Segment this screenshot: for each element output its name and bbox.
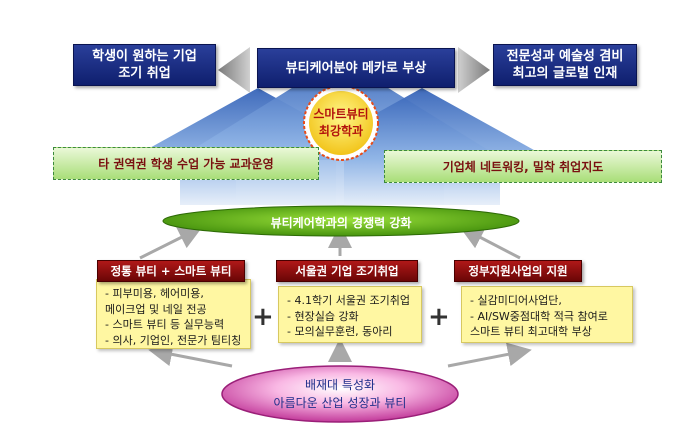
badge-line2: 최강학과 — [318, 124, 364, 138]
pillar-2-title: 서울권 기업 조기취업 — [276, 260, 418, 282]
early-employment-line1: 학생이 원하는 기업 — [92, 49, 197, 64]
connector-arrows — [139, 224, 532, 368]
competitiveness-label: 뷰티케어학과의 경쟁력 강화 — [270, 215, 412, 230]
pillar-2-item-2: - 현장실습 강화 — [287, 309, 359, 323]
foundation-line1: 배재대 특성화 — [304, 378, 376, 392]
beauty-care-mecca-box: 뷰티케어분야 메카로 부상 — [257, 48, 455, 88]
cross-region-curriculum-label: 타 권역권 학생 수업 가능 교과운영 — [98, 157, 274, 171]
foundation-ellipse — [221, 365, 459, 423]
arrow-left-icon — [218, 47, 250, 93]
pillar-1-item-1: - 피부미용, 헤어미용, — [105, 287, 204, 300]
pillar-1-note: - 피부미용, 헤어미용, 메이크업 및 네일 전공 - 스마트 뷰티 등 실무… — [96, 279, 251, 349]
arrow-right-icon — [458, 47, 490, 93]
pillar-3-title-text: 정부지원사업의 지원 — [468, 264, 568, 278]
cross-region-curriculum-box: 타 권역권 학생 수업 가능 교과운영 — [53, 147, 319, 180]
global-talent-line1: 전문성과 예술성 겸비 — [506, 49, 624, 64]
badge-line1: 스마트뷰티 — [313, 107, 369, 121]
global-talent-line2: 최고의 글로벌 인재 — [512, 66, 618, 81]
pillar-3-item-3: 스마트 뷰티 최고대학 부상 — [470, 325, 592, 338]
smart-beauty-badge — [303, 85, 379, 161]
industry-networking-box: 기업체 네트워킹, 밀착 취업지도 — [384, 150, 662, 183]
global-talent-box: 전문성과 예술성 겸비 최고의 글로벌 인재 — [493, 44, 637, 86]
pillar-1-item-2: 메이크업 및 네일 전공 — [105, 302, 207, 316]
pillar-1-title: 정통 뷰티 + 스마트 뷰티 — [97, 260, 245, 282]
pillar-1-title-text: 정통 뷰티 + 스마트 뷰티 — [110, 264, 232, 278]
beauty-care-mecca-label: 뷰티케어분야 메카로 부상 — [285, 60, 427, 76]
competitiveness-label-wrap: 뷰티케어학과의 경쟁력 강화 — [180, 212, 502, 232]
pillar-3-note: - 실감미디어사업단, - AI/SW중점대학 적극 참여로 스마트 뷰티 최고… — [461, 286, 633, 343]
pillar-3-item-2: - AI/SW중점대학 적극 참여로 — [470, 309, 608, 323]
early-employment-line2: 조기 취업 — [118, 66, 171, 81]
pillar-1-item-4: - 의사, 기업인, 전문가 팀티칭 — [105, 333, 242, 347]
competitiveness-ellipse — [162, 205, 520, 237]
pillar-2-item-1: - 4.1학기 서울권 조기취업 — [287, 294, 411, 307]
plus-icon-right: + — [428, 302, 450, 332]
plus-icon-left: + — [252, 302, 274, 332]
pillar-3-item-1: - 실감미디어사업단, — [470, 294, 562, 307]
foundation-line2: 아름다운 산업 성장과 뷰티 — [273, 396, 407, 410]
pillar-1-item-3: - 스마트 뷰티 등 실무능력 — [105, 318, 225, 331]
pillar-3-title: 정부지원사업의 지원 — [454, 260, 582, 282]
pillar-2-note: - 4.1학기 서울권 조기취업 - 현장실습 강화 - 모의실무훈련, 동아리 — [278, 286, 422, 343]
badge-text: 스마트뷰티 최강학과 — [305, 104, 377, 142]
foundation-text: 배재대 특성화 아름다운 산업 성장과 뷰티 — [240, 375, 440, 413]
pillar-2-title-text: 서울권 기업 조기취업 — [295, 264, 399, 278]
industry-networking-label: 기업체 네트워킹, 밀착 취업지도 — [442, 160, 604, 174]
early-employment-box: 학생이 원하는 기업 조기 취업 — [73, 44, 216, 86]
pillar-2-item-3: - 모의실무훈련, 동아리 — [287, 325, 393, 338]
